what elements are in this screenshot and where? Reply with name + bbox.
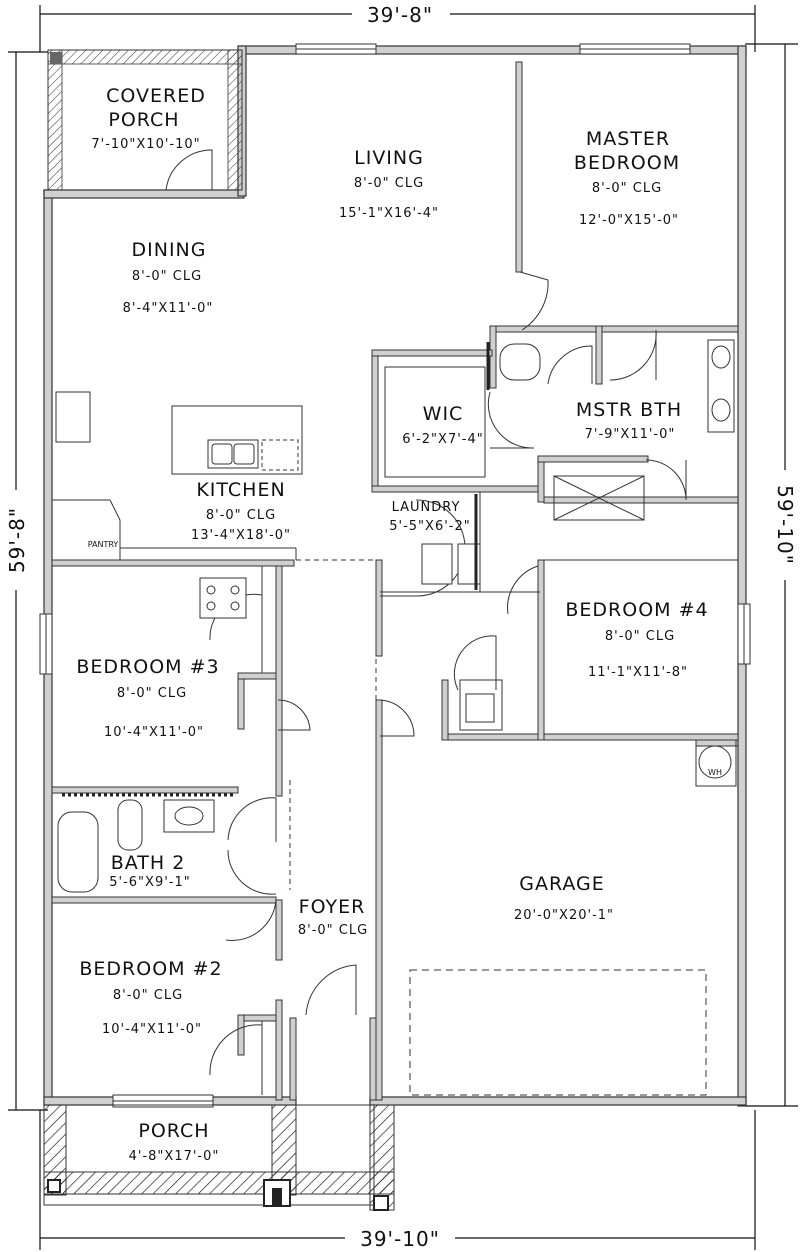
water-heater-label: WH — [708, 768, 722, 777]
windows — [39, 43, 751, 1108]
room-name: FOYER — [299, 896, 366, 918]
room-ceiling: 8'-0" CLG — [298, 923, 368, 938]
room-name: WIC — [423, 403, 464, 425]
dim-left: 59'-8" — [5, 507, 29, 573]
dim-right: 59'-10" — [773, 485, 797, 565]
room-ceiling: 8'-0" CLG — [605, 629, 675, 644]
room-size: 7'-10"X10'-10" — [91, 137, 200, 152]
room-dining: DINING 8'-0" CLG 8'-4"X11'-0" — [123, 239, 214, 316]
room-name: PORCH — [138, 1120, 209, 1142]
room-size: 8'-4"X11'-0" — [123, 301, 214, 316]
room-covered-porch: COVERED PORCH 7'-10"X10'-10" — [91, 85, 206, 152]
room-garage: GARAGE 20'-0"X20'-1" — [514, 873, 614, 923]
room-name: MSTR BTH — [576, 399, 682, 421]
room-size: 6'-2"X7'-4" — [402, 432, 483, 447]
room-size: 5'-6"X9'-1" — [109, 875, 190, 890]
room-size: 4'-8"X17'-0" — [129, 1149, 220, 1164]
room-kitchen: KITCHEN 8'-0" CLG 13'-4"X18'-0" — [191, 479, 291, 543]
room-name: KITCHEN — [196, 479, 285, 501]
room-size: 5'-5"X6'-2" — [389, 519, 470, 534]
fixtures — [57, 339, 735, 893]
room-name: BATH 2 — [111, 852, 186, 874]
room-name: LAUNDRY — [392, 500, 461, 515]
room-name: BEDROOM #3 — [76, 656, 219, 678]
room-bedroom-2: BEDROOM #2 8'-0" CLG 10'-4"X11'-0" — [79, 958, 222, 1037]
room-porch: PORCH 4'-8"X17'-0" — [129, 1120, 220, 1164]
exterior-walls — [43, 45, 747, 1107]
room-foyer: FOYER 8'-0" CLG — [298, 896, 368, 938]
room-labels: COVERED PORCH 7'-10"X10'-10" LIVING 8'-0… — [76, 85, 722, 1164]
room-name-line2: BEDROOM — [574, 152, 680, 174]
room-name: BEDROOM #2 — [79, 958, 222, 980]
dim-bottom: 39'-10" — [360, 1227, 440, 1251]
room-bath-2: BATH 2 5'-6"X9'-1" — [109, 852, 190, 890]
room-laundry: LAUNDRY 5'-5"X6'-2" — [389, 500, 470, 534]
room-ceiling: 8'-0" CLG — [113, 988, 183, 1003]
room-ceiling: 8'-0" CLG — [592, 181, 662, 196]
interior-walls — [51, 61, 739, 1101]
room-name: BEDROOM #4 — [565, 599, 708, 621]
room-bedroom-3: BEDROOM #3 8'-0" CLG 10'-4"X11'-0" — [76, 656, 219, 740]
room-size: 11'-1"X11'-8" — [588, 665, 688, 680]
room-ceiling: 8'-0" CLG — [354, 176, 424, 191]
front-porch — [43, 1104, 395, 1211]
room-size: 15'-1"X16'-4" — [339, 206, 439, 221]
room-name-line1: MASTER — [586, 128, 670, 150]
room-mstr-bth: MSTR BTH 7'-9"X11'-0" — [576, 399, 682, 442]
pantry-label: PANTRY — [88, 540, 119, 549]
door-swings — [165, 149, 687, 1076]
room-size: 10'-4"X11'-0" — [102, 1022, 202, 1037]
covered-porch-frame — [47, 49, 243, 191]
room-size: 10'-4"X11'-0" — [104, 725, 204, 740]
closet-rods — [62, 342, 490, 797]
room-size: 13'-4"X18'-0" — [191, 528, 291, 543]
dim-top: 39'-8" — [367, 3, 433, 27]
room-master-bedroom: MASTER BEDROOM 8'-0" CLG 12'-0"X15'-0" — [574, 128, 680, 228]
room-name: LIVING — [354, 147, 424, 169]
room-size: 12'-0"X15'-0" — [579, 213, 679, 228]
room-name: GARAGE — [519, 873, 605, 895]
room-ceiling: 8'-0" CLG — [132, 269, 202, 284]
room-ceiling: 8'-0" CLG — [117, 686, 187, 701]
room-wic: WIC 6'-2"X7'-4" — [402, 403, 483, 447]
room-name: DINING — [132, 239, 207, 261]
room-name-line1: COVERED — [106, 85, 206, 107]
thin-lines — [52, 366, 738, 1096]
room-ceiling: 8'-0" CLG — [206, 508, 276, 523]
room-living: LIVING 8'-0" CLG 15'-1"X16'-4" — [339, 147, 439, 221]
room-size: 20'-0"X20'-1" — [514, 908, 614, 923]
room-size: 7'-9"X11'-0" — [585, 427, 676, 442]
room-name-line2: PORCH — [108, 109, 179, 131]
room-bedroom-4: BEDROOM #4 8'-0" CLG 11'-1"X11'-8" — [565, 599, 708, 680]
